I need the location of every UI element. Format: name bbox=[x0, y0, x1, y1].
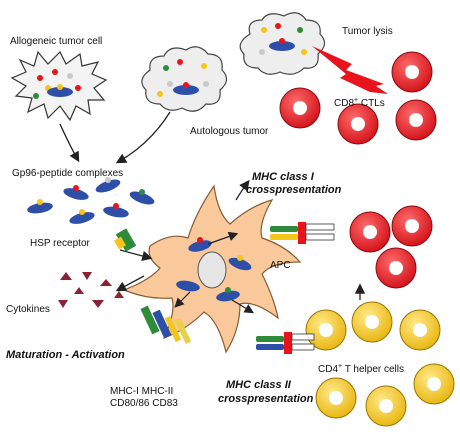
cd8-ctl-cluster bbox=[279, 51, 437, 145]
cd4-helper-cluster bbox=[305, 301, 455, 427]
activated-ctl-cluster bbox=[349, 205, 433, 289]
label-allogeneic: Allogeneic tumor cell bbox=[10, 36, 102, 47]
label-maturation: Maturation - Activation bbox=[6, 349, 125, 361]
label-gp96: Gp96-peptide complexes bbox=[12, 168, 123, 179]
apc-dendritic-cell bbox=[122, 184, 302, 354]
label-apc: APC bbox=[270, 260, 291, 271]
flow-arrows bbox=[59, 111, 366, 300]
hsp-receptor bbox=[114, 228, 137, 252]
lysis-bolt bbox=[312, 46, 388, 94]
label-receptors-line1: MHC-I MHC-II bbox=[110, 386, 173, 397]
label-autologous: Autologous tumor bbox=[190, 126, 269, 137]
label-mhc1-line1: MHC class I bbox=[252, 171, 315, 183]
costimulatory-markers bbox=[140, 305, 192, 345]
gp96-peptide-complexes bbox=[27, 177, 155, 224]
label-mhc1-line2: crosspresentation bbox=[246, 184, 342, 196]
autologous-tumor bbox=[141, 46, 228, 112]
label-mhc2-line2: crosspresentation bbox=[218, 393, 314, 405]
lysed-tumor bbox=[239, 12, 326, 75]
label-mhc2-line1: MHC class II bbox=[226, 379, 292, 391]
label-cytokines: Cytokines bbox=[6, 304, 50, 315]
allogeneic-tumor-cell bbox=[10, 50, 108, 122]
mhc-class-ii-receptor bbox=[256, 332, 315, 354]
label-receptors-line2: CD80/86 CD83 bbox=[110, 398, 178, 409]
apc-nucleus bbox=[197, 251, 227, 289]
label-cd4-helpers: CD4+ T helper cells bbox=[318, 363, 404, 375]
label-cd8-ctls: CD8+ CTLs bbox=[334, 97, 385, 109]
label-hsp-receptor: HSP receptor bbox=[30, 238, 91, 249]
mhc-class-i-receptor bbox=[270, 222, 335, 244]
cytokines bbox=[58, 272, 124, 308]
label-tumor-lysis: Tumor lysis bbox=[342, 26, 393, 37]
